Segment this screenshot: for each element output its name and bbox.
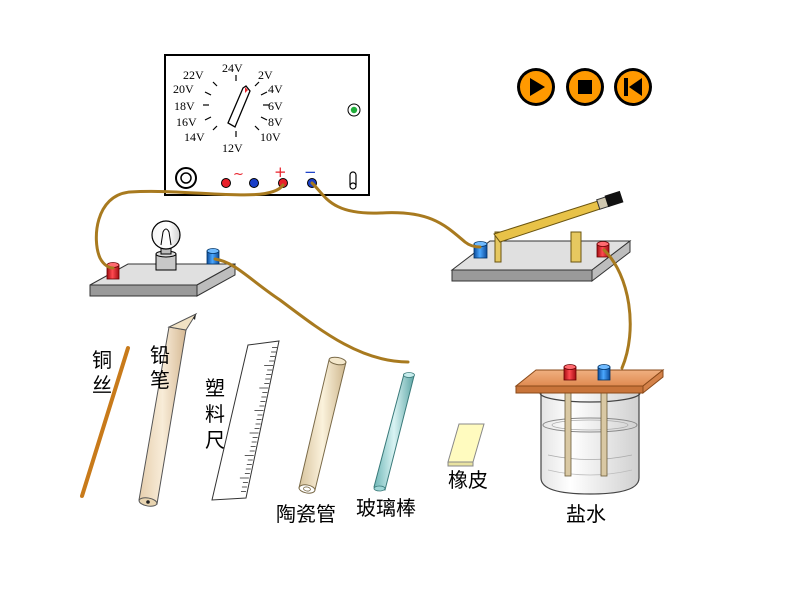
glass-rod[interactable] xyxy=(373,372,415,492)
stop-button[interactable] xyxy=(566,68,604,106)
voltage-label-2v: 2V xyxy=(258,68,273,82)
skip-back-icon xyxy=(624,78,642,96)
wire-switch-to-beaker[interactable] xyxy=(602,248,632,370)
copper-label-line1: 铜 xyxy=(92,348,112,372)
plastic-ruler[interactable] xyxy=(211,340,280,501)
beaker xyxy=(539,383,641,495)
copper-wire[interactable] xyxy=(80,346,130,498)
pencil-label-line1: 铅 xyxy=(150,343,170,367)
power-supply: 24V 22V 2V 20V 4V 18V 6V 16V 8V 14V 10V … xyxy=(164,54,370,196)
play-icon xyxy=(530,78,545,96)
voltage-label-6v: 6V xyxy=(268,99,283,113)
voltage-knob[interactable] xyxy=(227,85,251,128)
power-indicator-light xyxy=(350,106,358,114)
copper-label-line2: 丝 xyxy=(92,373,112,397)
beaker-lid xyxy=(514,368,665,395)
output-socket xyxy=(175,167,197,189)
wire-supply-to-switch[interactable] xyxy=(310,181,482,249)
wire-lamp-free-end[interactable] xyxy=(213,257,410,364)
lamp-board xyxy=(89,263,236,297)
switch-terminal-blue[interactable] xyxy=(473,241,488,259)
eraser-label: 橡皮 xyxy=(448,468,488,492)
beaker-terminal-blue[interactable] xyxy=(597,364,611,381)
porcelain-tube-label: 陶瓷管 xyxy=(276,502,336,526)
voltage-label-8v: 8V xyxy=(268,115,283,129)
pencil-label-line2: 笔 xyxy=(150,368,170,392)
voltage-label-14v: 14V xyxy=(184,130,205,144)
ac-terminal-red[interactable] xyxy=(221,178,231,188)
wires xyxy=(94,181,632,370)
pencil-label: 铅 笔 xyxy=(150,343,170,392)
ruler-label-line3: 尺 xyxy=(205,428,225,452)
ruler-ticks xyxy=(239,347,278,492)
minus-symbol: − xyxy=(304,163,317,181)
rewind-button[interactable] xyxy=(614,68,652,106)
ac-terminal-blue[interactable] xyxy=(249,178,259,188)
ac-symbol: ~ xyxy=(233,167,244,182)
electrode-right xyxy=(600,391,608,477)
plus-symbol: + xyxy=(274,163,287,181)
voltage-label-16v: 16V xyxy=(176,115,197,129)
play-button[interactable] xyxy=(517,68,555,106)
dial-ticks xyxy=(203,75,269,137)
voltage-label-4v: 4V xyxy=(268,82,283,96)
voltage-label-22v: 22V xyxy=(183,68,204,82)
ruler-label: 塑 料 尺 xyxy=(205,376,225,452)
stop-icon xyxy=(578,80,592,94)
voltage-label-10v: 10V xyxy=(260,130,281,144)
knife-switch[interactable] xyxy=(493,190,624,263)
pencil[interactable] xyxy=(138,312,198,508)
voltage-label-24v: 24V xyxy=(222,61,243,75)
switch-handle[interactable] xyxy=(604,190,624,208)
porcelain-tube[interactable] xyxy=(298,356,347,494)
dc-positive-terminal[interactable] xyxy=(278,178,288,188)
lamp-terminal-blue[interactable] xyxy=(206,248,220,265)
salt-water-label: 盐水 xyxy=(566,502,606,526)
lamp-terminal-red[interactable] xyxy=(106,262,120,280)
ruler-label-line2: 料 xyxy=(205,402,225,426)
ruler-label-line1: 塑 xyxy=(205,376,225,400)
electrode-left xyxy=(564,391,572,477)
voltage-label-18v: 18V xyxy=(174,99,195,113)
voltage-label-20v: 20V xyxy=(173,82,194,96)
voltage-label-12v: 12V xyxy=(222,141,243,155)
wire-supply-to-lamp[interactable] xyxy=(94,183,285,270)
beaker-terminal-red[interactable] xyxy=(563,364,577,381)
eraser[interactable] xyxy=(447,423,485,467)
power-switch[interactable] xyxy=(349,171,357,190)
copper-wire-label: 铜 丝 xyxy=(92,348,112,397)
glass-rod-label: 玻璃棒 xyxy=(356,496,416,520)
bulb[interactable] xyxy=(151,220,181,271)
